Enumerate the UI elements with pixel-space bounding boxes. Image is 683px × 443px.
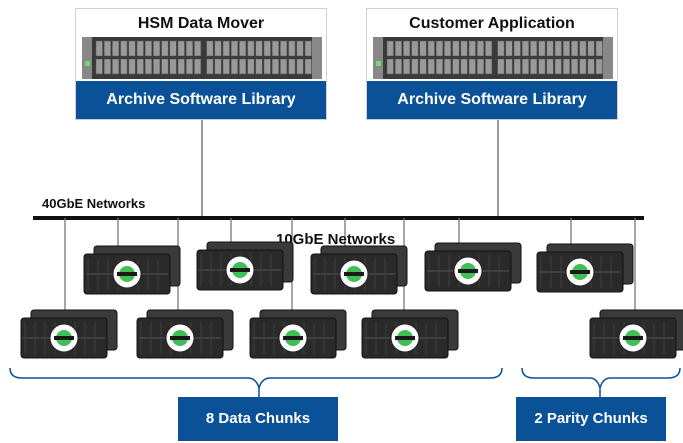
- storage-server-icon: [136, 309, 234, 359]
- host-title: HSM Data Mover: [137, 15, 265, 32]
- backbone-network-label: 40GbE Networks: [42, 196, 146, 211]
- node-drop-lines: [64, 218, 636, 310]
- parity-chunks-box: 2 Parity Chunks: [516, 397, 666, 441]
- host-card-hsm-data-mover: HSM Data Mover Archive Software Library: [75, 8, 327, 120]
- storage-server-icon: [249, 309, 347, 359]
- rack-server-icon: [373, 37, 613, 79]
- data-chunks-box: 8 Data Chunks: [178, 397, 338, 441]
- storage-server-icon: [310, 245, 408, 295]
- storage-server-icon: [424, 242, 522, 292]
- storage-server-icon: [589, 309, 683, 359]
- host-title: Customer Application: [409, 15, 575, 32]
- storage-server-icon: [83, 245, 181, 295]
- host-card-customer-application: Customer Application Archive Software Li…: [366, 8, 618, 120]
- node-network-label: 10GbE Networks: [276, 231, 396, 248]
- archive-library-label: Archive Software Library: [76, 81, 326, 119]
- storage-server-icon: [196, 241, 294, 291]
- archive-library-label: Archive Software Library: [367, 81, 617, 119]
- rack-server-icon: [82, 37, 322, 79]
- storage-server-icon: [20, 309, 118, 359]
- storage-server-icon: [361, 309, 459, 359]
- storage-server-icon: [536, 243, 634, 293]
